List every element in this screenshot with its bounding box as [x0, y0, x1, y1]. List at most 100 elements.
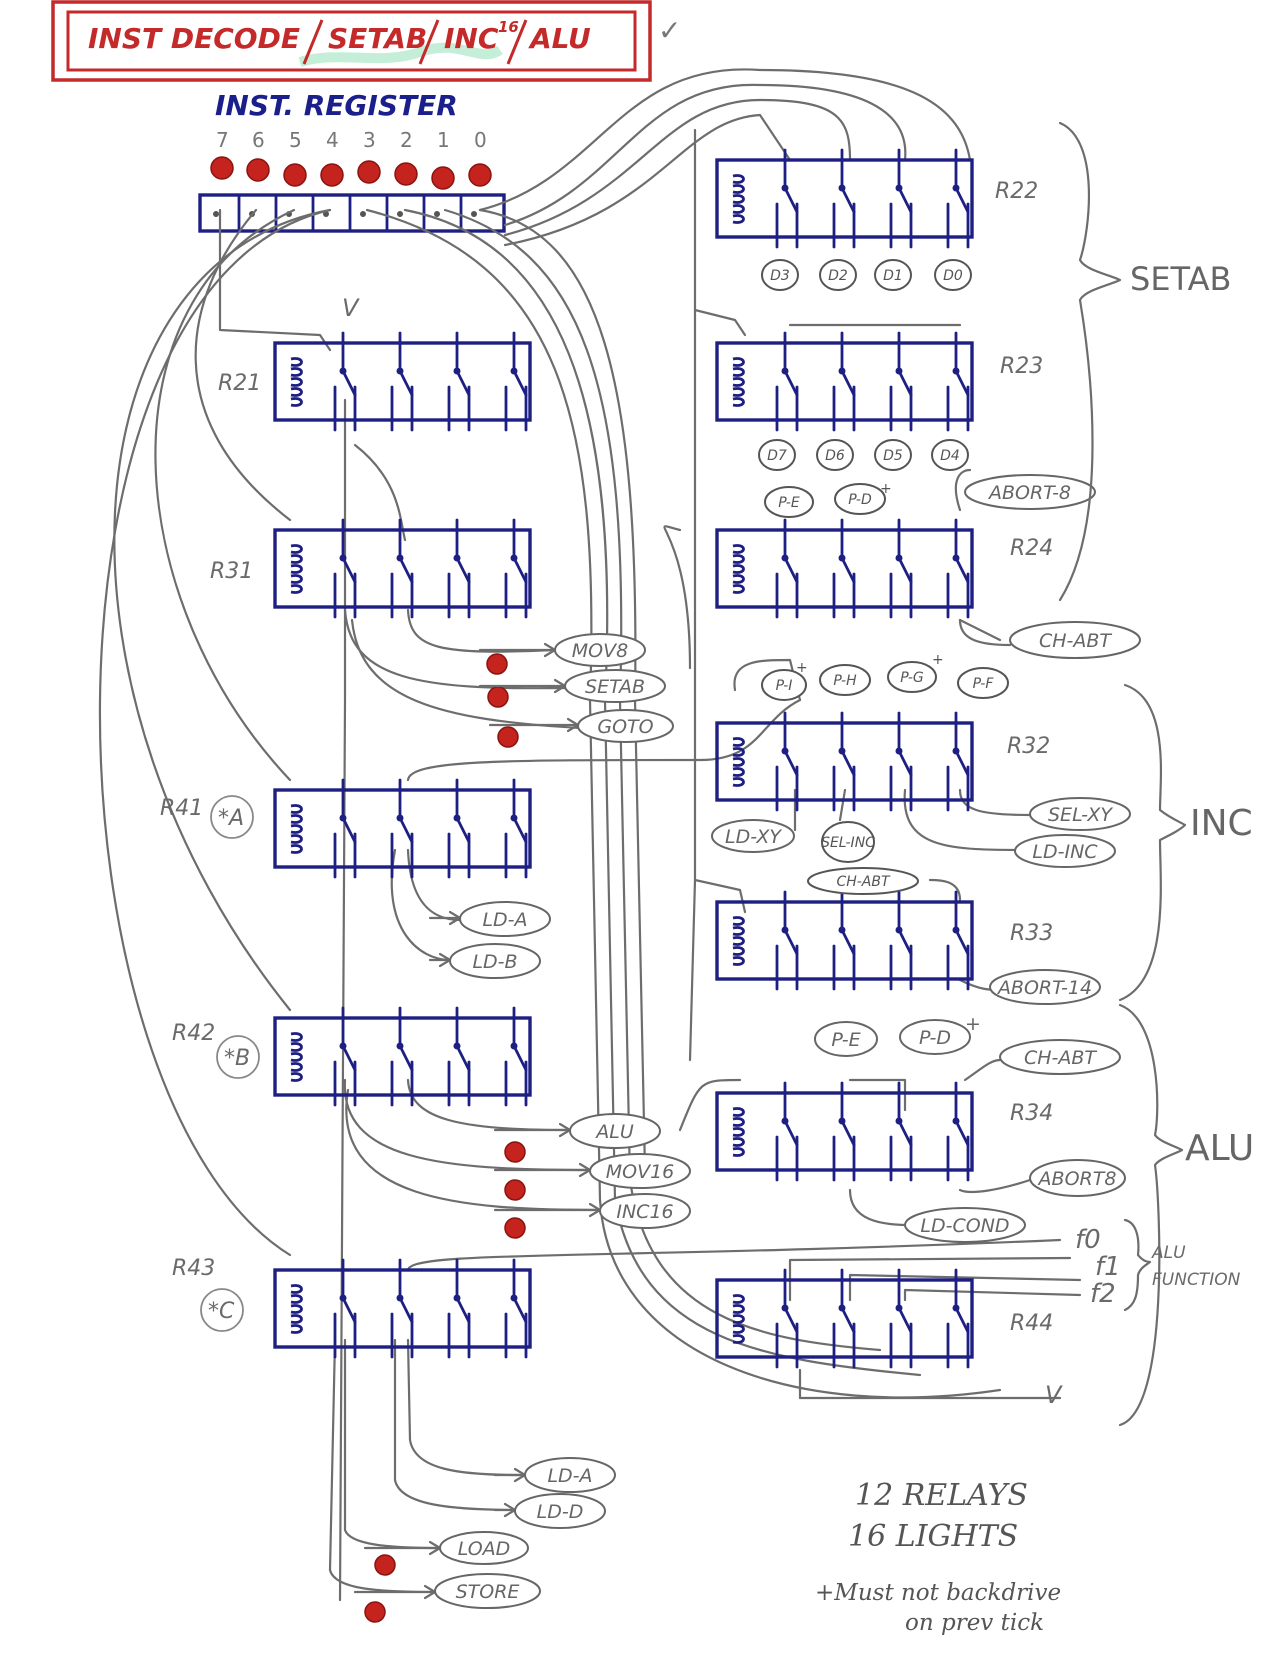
contact-pivot — [453, 554, 461, 562]
oval-outline — [1009, 621, 1141, 659]
title-slash-1 — [302, 19, 324, 65]
contact-arm — [840, 1119, 856, 1147]
abort-14-oval: ABORT-14 — [989, 969, 1101, 1005]
data-line-oval: D6 — [816, 439, 854, 471]
wire — [353, 443, 407, 542]
brace-alu — [1118, 1003, 1184, 1427]
relay-label: R34 — [1010, 1101, 1053, 1126]
ld-cond-oval: LD-COND — [904, 1207, 1026, 1243]
contact-arm — [840, 1306, 856, 1334]
oval-outline — [934, 259, 972, 291]
inst-register-label: INST. REGISTER — [215, 89, 458, 122]
relay-coil — [732, 916, 745, 966]
ld-d-oval: LD-D — [514, 1493, 606, 1529]
wire — [154, 208, 296, 782]
data-line-oval: D4 — [931, 439, 969, 471]
wire — [903, 788, 1032, 852]
wire — [693, 308, 747, 337]
contact-arm — [897, 749, 913, 777]
contact-pivot — [339, 1294, 347, 1302]
oval-text: SEL-INC — [821, 835, 875, 851]
f0-label: f0 — [1075, 1225, 1101, 1255]
contact-pivot — [952, 1117, 960, 1125]
voltage-label-bottom: V — [1045, 1381, 1063, 1409]
oval-outline — [834, 483, 886, 515]
relay-r31: R31 — [210, 518, 532, 619]
plus-mark: + — [965, 1013, 981, 1035]
output-lamp — [504, 1141, 526, 1163]
contact-pivot — [952, 367, 960, 375]
oval-text: LD-COND — [920, 1215, 1009, 1237]
relay-r42: R42*B — [172, 1006, 532, 1107]
oval-outline — [761, 259, 799, 291]
brace-inc — [1118, 683, 1187, 1002]
contact-arm — [455, 1296, 471, 1324]
contact-arm — [398, 1296, 414, 1324]
store-oval: STORE — [434, 1573, 541, 1609]
relay-r44: R44 — [715, 1268, 1053, 1369]
wire — [343, 608, 567, 690]
title-slash-2 — [418, 19, 440, 65]
contact-pivot — [838, 184, 846, 192]
oval-outline — [989, 969, 1101, 1005]
ir-bit-label: 1 — [437, 128, 450, 152]
contact-pivot — [396, 367, 404, 375]
summary-relays: 12 RELAYS — [855, 1478, 1028, 1513]
oval-outline — [819, 259, 857, 291]
title-frame-outer — [51, 0, 652, 82]
contact-pivot — [453, 367, 461, 375]
oval-outline — [711, 819, 795, 853]
oval-text: D5 — [883, 448, 903, 464]
f2-label: f2 — [1090, 1279, 1116, 1309]
contact-pivot — [952, 926, 960, 934]
relay-label: R41 — [160, 796, 203, 821]
relay-coil — [290, 1032, 303, 1082]
contact-pivot — [453, 1294, 461, 1302]
relay-body — [715, 341, 974, 422]
output-lamp — [504, 1179, 526, 1201]
wire — [958, 1178, 1032, 1194]
contact-pivot — [339, 814, 347, 822]
indicator-lamp — [468, 163, 492, 187]
data-line-oval: D3 — [761, 259, 799, 291]
output-lamp — [504, 1217, 526, 1239]
contact-pivot — [396, 1042, 404, 1050]
relay-label: R44 — [1010, 1311, 1053, 1336]
contact-pivot — [895, 184, 903, 192]
oval-outline — [599, 1193, 691, 1229]
oval-outline — [449, 943, 541, 979]
alu-function-label-2: FUNCTION — [1152, 1270, 1241, 1290]
contact-pivot — [781, 1117, 789, 1125]
oval-outline — [807, 867, 919, 895]
oval-text: SEL-XY — [1048, 804, 1113, 826]
data-line-oval: D1 — [874, 259, 912, 291]
relay-body — [715, 1278, 974, 1359]
oval-outline — [887, 661, 937, 693]
oval-outline — [758, 439, 796, 471]
oval-text: D3 — [770, 268, 790, 284]
plus-mark: + — [932, 652, 944, 668]
title-setab: SETAB — [328, 22, 427, 55]
contact-pivot — [510, 554, 518, 562]
contact-arm — [783, 369, 799, 397]
oval-outline — [814, 1021, 878, 1057]
wire — [503, 83, 907, 227]
indicator-lamp — [431, 166, 455, 190]
relay-body — [273, 1268, 532, 1349]
ld-xy-oval: LD-XY — [711, 819, 795, 853]
indicator-lamp — [357, 160, 381, 184]
contact-pivot — [895, 554, 903, 562]
contact-pivot — [510, 1294, 518, 1302]
ch-abt-oval-r34: CH-ABT — [999, 1039, 1121, 1075]
wire — [345, 1088, 602, 1212]
ir-bit-label: 3 — [363, 128, 376, 152]
wire — [393, 1338, 522, 1512]
wire — [693, 878, 747, 914]
oval-outline — [1029, 1159, 1126, 1197]
ir-bit-tap — [360, 211, 366, 217]
contact-arm — [512, 1044, 528, 1072]
oval-outline — [514, 1493, 606, 1529]
p-f-oval: P-F — [957, 667, 1009, 699]
wire — [406, 1238, 1062, 1272]
